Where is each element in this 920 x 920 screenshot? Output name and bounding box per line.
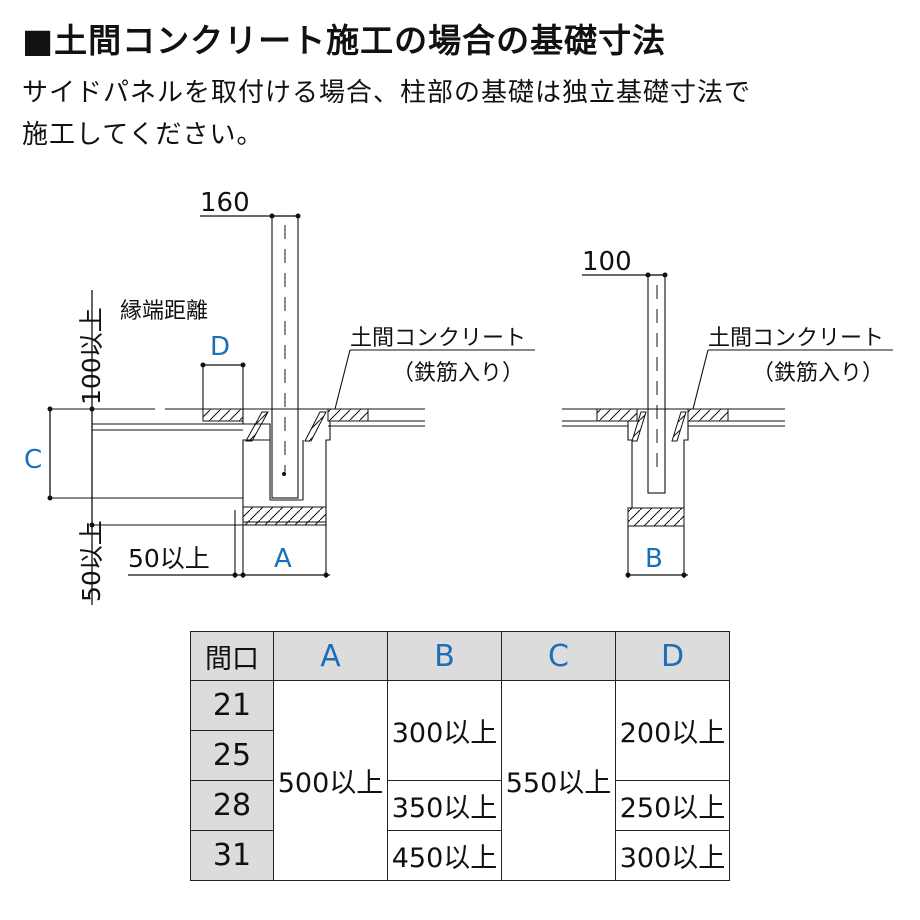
table-cell-d-28: 250以上 (615, 780, 730, 831)
foundation-diagrams: 160 D (24, 188, 893, 605)
table-row-header: 31 (190, 830, 274, 881)
table-cell-a: 500以上 (273, 680, 388, 881)
left-label-a: A (274, 544, 292, 574)
left-concrete-label: 土間コンクリート (350, 326, 526, 351)
table-row-header: 28 (190, 780, 274, 831)
right-foundation-diagram: 100 B 土間コンクリート （鉄筋入り） (562, 247, 893, 578)
left-label-c: C (24, 445, 42, 475)
right-label-b: B (645, 544, 663, 574)
dim-50-horizontal-label: 50以上 (128, 544, 210, 573)
left-label-d: D (210, 332, 230, 362)
left-post (271, 215, 299, 499)
right-post-width-label: 100 (582, 247, 632, 277)
dimension-table: 間口 A B C D 21 500以上 300以上 550以上 200以上 25… (190, 631, 730, 881)
edge-distance-label: 縁端距離 (120, 299, 208, 324)
left-post-width-label: 160 (200, 188, 250, 218)
page-title: ■土間コンクリート施工の場合の基礎寸法 (22, 21, 667, 60)
left-rebar-label: （鉄筋入り） (392, 361, 524, 386)
table-cell-b-21-25: 300以上 (387, 680, 502, 781)
table-cell-b-31: 450以上 (387, 830, 502, 881)
instruction-line-2: 施工してください。 (22, 120, 264, 150)
table-cell-d-21-25: 200以上 (615, 680, 730, 781)
left-gravel-base (242, 506, 327, 526)
table-corner-header: 間口 (190, 631, 274, 681)
instruction-line-1: サイドパネルを取付ける場合、柱部の基礎は独立基礎寸法で (22, 78, 752, 108)
table-cell-d-31: 300以上 (615, 830, 730, 881)
table-row-header: 25 (190, 730, 274, 781)
table-header-b: B (387, 631, 502, 681)
right-gravel-base (627, 507, 685, 527)
dim-50-vertical-label: 50以上 (77, 520, 106, 602)
right-concrete-label: 土間コンクリート (708, 326, 884, 351)
table-cell-c: 550以上 (501, 680, 616, 881)
table-header-c: C (501, 631, 616, 681)
table-row-header: 21 (190, 680, 274, 731)
right-rebar-label: （鉄筋入り） (752, 361, 884, 386)
left-foundation-diagram: 160 D (24, 188, 535, 605)
table-cell-b-28: 350以上 (387, 780, 502, 831)
left-slab-hatch (202, 408, 244, 422)
table-header-d: D (615, 631, 730, 681)
table-header-a: A (273, 631, 388, 681)
